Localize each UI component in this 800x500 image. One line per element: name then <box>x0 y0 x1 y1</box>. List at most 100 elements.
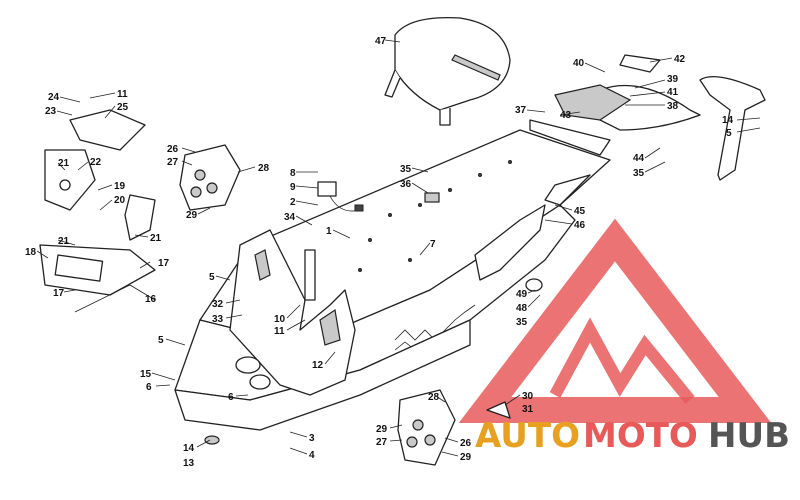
callout-20: 20 <box>114 195 126 206</box>
callout-23: 23 <box>45 106 57 117</box>
callout-48: 48 <box>516 303 528 314</box>
harness-plug <box>354 204 364 212</box>
callout-8: 8 <box>290 168 296 179</box>
callout-43: 43 <box>560 110 572 121</box>
callout-9: 9 <box>290 182 296 193</box>
side-bracket-20 <box>124 194 156 241</box>
callout-5b: 5 <box>209 272 215 283</box>
callout-29c: 29 <box>460 452 472 463</box>
belly-pan <box>174 319 471 431</box>
callout-2: 2 <box>290 197 296 208</box>
callout-25: 25 <box>117 102 129 113</box>
callout-37: 37 <box>515 105 527 116</box>
callout-30: 30 <box>522 391 534 402</box>
callout-5: 5 <box>726 128 732 139</box>
harness-connector <box>317 181 337 197</box>
tunnel-block <box>424 192 440 203</box>
callout-39: 39 <box>667 74 679 85</box>
callout-7: 7 <box>430 239 436 250</box>
rear-bumper-panel <box>599 84 701 131</box>
bumper-foot <box>204 435 220 445</box>
rear-grab-bar <box>699 76 766 181</box>
callout-42: 42 <box>674 54 686 65</box>
rivet <box>408 258 412 262</box>
rivet <box>388 213 392 217</box>
grommet <box>525 278 543 292</box>
bracket-hole <box>59 179 71 191</box>
logo-outer-triangle <box>458 218 772 423</box>
callout-21c: 21 <box>150 233 162 244</box>
callout-17a: 17 <box>158 258 170 269</box>
callout-26a: 26 <box>167 144 179 155</box>
logo-text-hub: HUB <box>708 416 790 456</box>
callout-45: 45 <box>574 206 586 217</box>
taillight-housing <box>554 84 632 121</box>
callout-16: 16 <box>145 294 157 305</box>
callout-18: 18 <box>25 247 37 258</box>
callout-33: 33 <box>212 314 224 325</box>
rivet <box>478 173 482 177</box>
callout-21b: 21 <box>58 236 70 247</box>
rear-tip-clip <box>486 401 511 419</box>
seat-strap <box>384 69 401 98</box>
callout-4: 4 <box>309 450 315 461</box>
callout-6b: 6 <box>228 392 234 403</box>
callout-32: 32 <box>212 299 224 310</box>
rivet <box>448 188 452 192</box>
bulkhead-cutout <box>319 308 341 346</box>
bulkhead-hole <box>235 356 261 374</box>
logo-text-moto: MOTO <box>583 416 698 456</box>
callout-10: 10 <box>274 314 286 325</box>
footrest-plate <box>54 254 104 282</box>
rear-grab-handle <box>619 54 661 73</box>
rear-flap-bracket <box>529 119 611 156</box>
lower-bracket-hole <box>412 419 424 431</box>
callout-11: 11 <box>117 89 128 100</box>
callout-44: 44 <box>633 153 645 164</box>
rivet <box>508 160 512 164</box>
callout-31: 31 <box>522 404 534 415</box>
callout-11b: 11 <box>274 326 285 337</box>
rivet <box>418 203 422 207</box>
bulkhead-cutout <box>254 249 271 281</box>
callout-19: 19 <box>114 181 126 192</box>
callout-3: 3 <box>309 433 315 444</box>
callout-47: 47 <box>375 36 387 47</box>
seat-cushion <box>394 16 511 111</box>
leader-lines <box>36 39 761 457</box>
callout-41: 41 <box>667 87 679 98</box>
mount-hole <box>190 186 202 198</box>
lower-mount-bracket <box>397 389 456 466</box>
callout-29b: 29 <box>376 424 388 435</box>
rear-bumper <box>529 54 766 181</box>
lower-bracket-plate <box>397 389 456 466</box>
rivet <box>358 268 362 272</box>
tunnel-rear-gusset <box>544 174 591 206</box>
callout-14: 14 <box>722 115 734 126</box>
callout-24: 24 <box>48 92 60 103</box>
lower-bracket-hole <box>406 436 418 448</box>
logo-text-auto: AUTO <box>475 416 580 456</box>
callout-17b: 17 <box>53 288 65 299</box>
seat-strap <box>439 108 451 126</box>
tunnel-rail <box>474 204 546 281</box>
callout-1: 1 <box>326 226 332 237</box>
logo-inner-stroke <box>549 317 695 404</box>
callout-27a: 27 <box>167 157 179 168</box>
rivet <box>368 238 372 242</box>
bulkhead-hole <box>249 374 271 390</box>
callout-6a: 6 <box>146 382 152 393</box>
side-bracket-19 <box>44 149 96 211</box>
lower-bracket-hole <box>424 434 436 446</box>
mount-hole <box>194 169 206 181</box>
mount-hole <box>206 182 218 194</box>
callout-49: 49 <box>516 289 528 300</box>
callout-21a: 21 <box>58 158 70 169</box>
callout-38: 38 <box>667 101 679 112</box>
mount-bracket-plate <box>179 144 241 211</box>
callout-5c: 5 <box>158 335 164 346</box>
callout-14b: 14 <box>183 443 195 454</box>
callout-28a: 28 <box>258 163 270 174</box>
callout-34: 34 <box>284 212 296 223</box>
